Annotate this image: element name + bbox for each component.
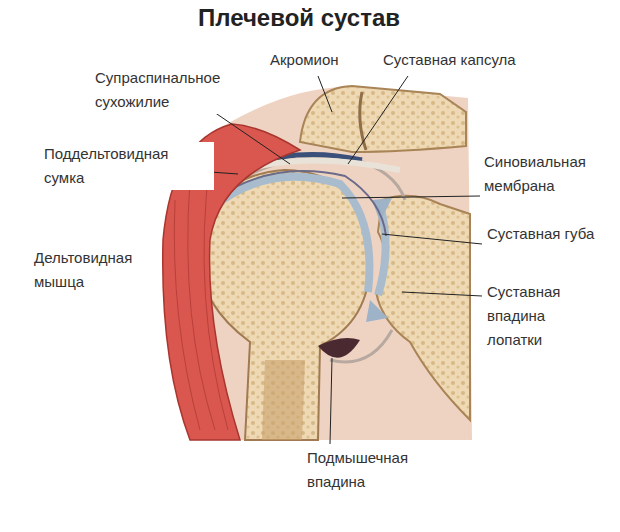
acromion-bone bbox=[300, 86, 466, 152]
part-label: Акромион bbox=[268, 48, 362, 72]
glenoid-bone bbox=[376, 196, 470, 420]
leader-lines bbox=[210, 76, 482, 444]
part-label: Поддельтовидная сумка bbox=[42, 142, 214, 190]
labrum-lower bbox=[366, 300, 388, 322]
part-label: Суставная губа bbox=[485, 222, 599, 246]
muscle-fibres bbox=[174, 160, 228, 430]
part-label: Суставная впадина лопатки bbox=[485, 280, 599, 352]
part-label: Дельтовидная мышца bbox=[32, 246, 161, 294]
part-label: Подмышечная впадина bbox=[305, 446, 434, 494]
axillary-recess bbox=[318, 338, 360, 358]
part-label: Суставная капсула bbox=[381, 48, 555, 72]
part-label: Синовиальная мембрана bbox=[482, 150, 616, 198]
part-label: Супраспинальное сухожилие bbox=[93, 66, 237, 114]
marrow-cavity bbox=[262, 360, 305, 440]
humeral-cartilage bbox=[214, 177, 369, 292]
diagram-title: Плечевой сустав bbox=[198, 4, 400, 32]
synovial-membrane bbox=[220, 171, 386, 236]
